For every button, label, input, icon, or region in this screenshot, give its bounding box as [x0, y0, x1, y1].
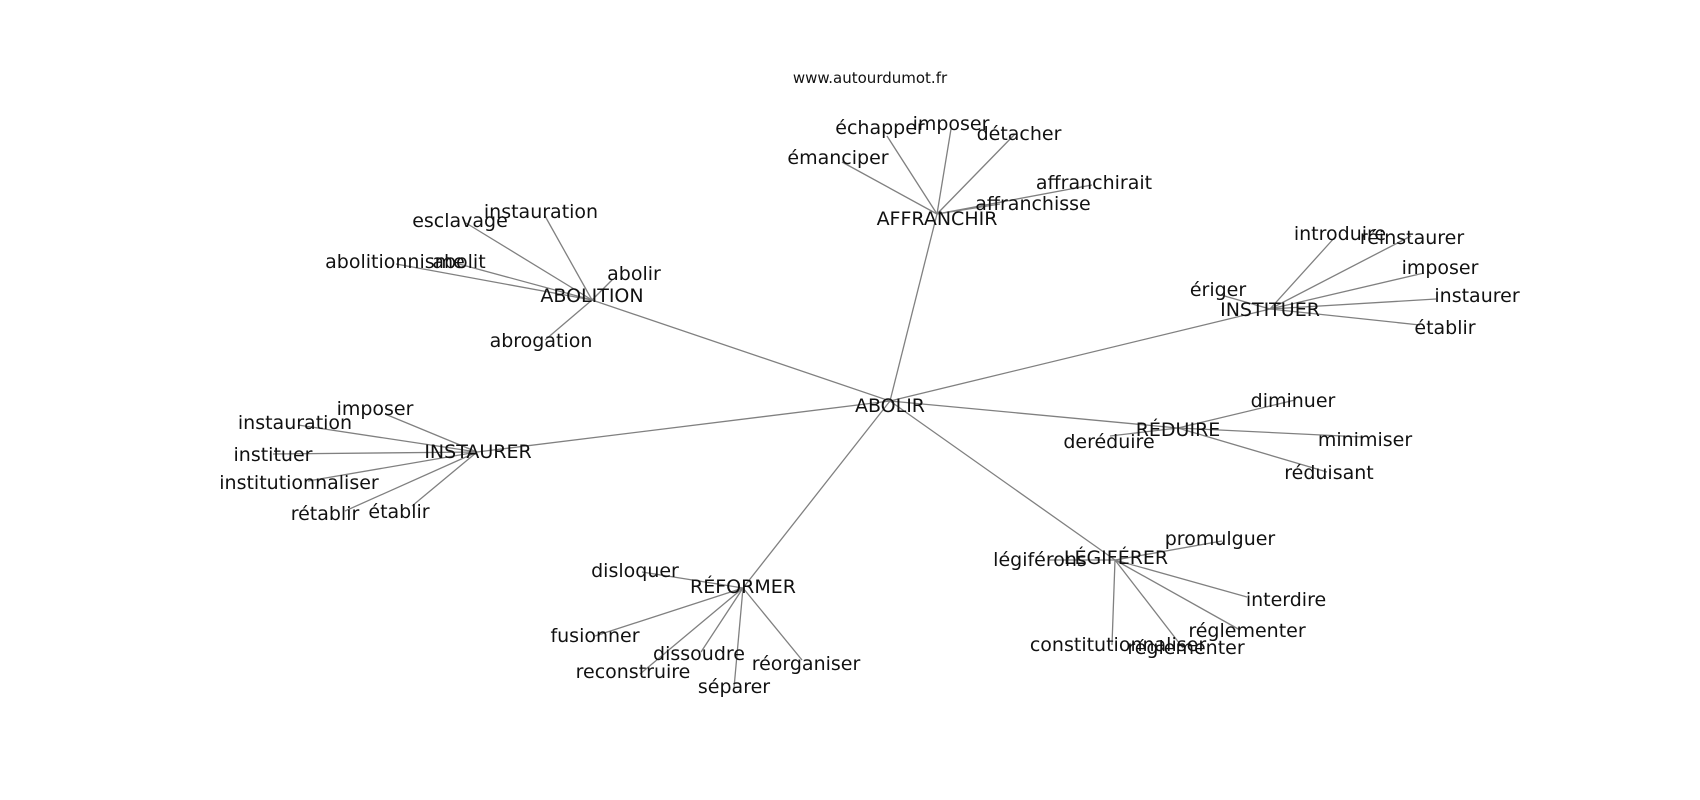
node-leaf-disloquer[interactable]: disloquer: [591, 560, 679, 582]
node-leaf-imposer[interactable]: imposer: [337, 398, 414, 420]
node-leaf-imposer[interactable]: imposer: [1402, 257, 1479, 279]
node-leaf-dereduire[interactable]: deréduire: [1063, 431, 1154, 453]
edge-center-instaurer: [476, 400, 891, 453]
node-leaf-abolir[interactable]: abolir: [607, 263, 661, 285]
node-leaf-abolit[interactable]: abolit: [432, 251, 485, 273]
node-leaf-detacher[interactable]: détacher: [977, 123, 1062, 145]
node-leaf-instauration[interactable]: instauration: [484, 201, 598, 223]
node-leaf-imposer[interactable]: imposer: [913, 113, 990, 135]
edge-instituer-reinstaurer: [1269, 235, 1412, 310]
node-leaf-retablir[interactable]: rétablir: [291, 503, 360, 525]
edge-legiferer-interdire: [1114, 559, 1248, 598]
node-leaf-affranchirait[interactable]: affranchirait: [1036, 172, 1152, 194]
node-leaf-instituer[interactable]: instituer: [234, 444, 313, 466]
node-leaf-minimiser[interactable]: minimiser: [1318, 429, 1412, 451]
node-hub-reformer[interactable]: RÉFORMER: [690, 575, 796, 598]
node-leaf-interdire[interactable]: interdire: [1246, 589, 1326, 611]
edge-affranchir-emanciper: [841, 161, 938, 215]
edge-abolition-esclavage: [465, 222, 593, 301]
edge-affranchir-detacher: [936, 133, 1016, 215]
edge-affranchir-imposer: [936, 128, 952, 215]
node-leaf-introduire[interactable]: introduire: [1294, 223, 1386, 245]
node-leaf-esclavage[interactable]: esclavage: [412, 210, 508, 232]
graph-edges: [272, 128, 1437, 689]
edge-instituer-instaurer: [1269, 298, 1437, 310]
node-leaf-reinstaurer[interactable]: réinstaurer: [1360, 227, 1465, 249]
node-leaf-reglementer[interactable]: réglementer: [1127, 637, 1244, 659]
node-hub-affranchir[interactable]: AFFRANCHIR: [877, 208, 998, 230]
edge-abolition-instauration: [544, 215, 593, 301]
edge-abolition-abrogation: [544, 299, 593, 341]
edge-legiferer-constitutionnaliser: [1111, 559, 1116, 646]
node-hub-reduire[interactable]: RÉDUIRE: [1136, 418, 1221, 441]
graph-labels: ABOLIRAFFRANCHIRémanciperéchapperimposer…: [219, 113, 1520, 698]
node-leaf-diminuer[interactable]: diminuer: [1251, 390, 1336, 412]
node-leaf-reorganiser[interactable]: réorganiser: [752, 653, 861, 675]
edge-instaurer-etablir: [411, 451, 478, 507]
edge-legiferer-reglementer: [1114, 559, 1184, 649]
edge-instituer-imposer: [1269, 272, 1425, 310]
source-label: www.autourdumot.fr: [793, 69, 948, 87]
edge-affranchir-affranchirait: [936, 184, 1093, 215]
node-leaf-instauration[interactable]: instauration: [238, 412, 352, 434]
edge-center-reformer: [742, 400, 891, 589]
node-leaf-instaurer[interactable]: instaurer: [1434, 285, 1519, 307]
node-leaf-promulguer[interactable]: promulguer: [1165, 528, 1276, 550]
edge-instituer-introduire: [1269, 235, 1337, 310]
node-center-abolir[interactable]: ABOLIR: [855, 395, 925, 417]
edge-instaurer-instituer: [272, 451, 478, 455]
node-leaf-affranchisse[interactable]: affranchisse: [975, 193, 1090, 215]
edge-center-abolition: [591, 299, 891, 402]
node-leaf-reconstruire[interactable]: reconstruire: [576, 661, 691, 683]
node-leaf-institutionnaliser[interactable]: institutionnaliser: [219, 472, 379, 494]
node-hub-abolition[interactable]: ABOLITION: [540, 285, 643, 307]
node-leaf-reglementer[interactable]: réglementer: [1188, 620, 1305, 642]
node-leaf-etablir[interactable]: établir: [368, 501, 429, 523]
edge-reduire-diminuer: [1177, 399, 1296, 429]
edge-legiferer-promulguer: [1114, 540, 1223, 561]
node-hub-instituer[interactable]: INSTITUER: [1220, 299, 1320, 321]
edge-reformer-dissoudre: [700, 587, 744, 653]
edge-reduire-dereduire: [1109, 427, 1179, 437]
node-hub-legiferer[interactable]: LÉGIFÉRER: [1064, 546, 1168, 569]
node-leaf-eriger[interactable]: ériger: [1190, 279, 1247, 301]
edge-reformer-reconstruire: [639, 587, 744, 675]
edge-abolition-abolitionnisme: [395, 263, 593, 301]
edge-center-legiferer: [889, 400, 1116, 561]
edge-reduire-minimiser: [1177, 427, 1364, 438]
node-leaf-fusionner[interactable]: fusionner: [550, 625, 639, 647]
edge-legiferer-reglementer: [1114, 559, 1241, 631]
node-leaf-dissoudre[interactable]: dissoudre: [653, 643, 745, 665]
node-leaf-separer[interactable]: séparer: [698, 676, 770, 698]
edge-instituer-etablir: [1269, 308, 1421, 326]
edge-instaurer-imposer: [384, 413, 478, 453]
edge-instaurer-retablir: [344, 451, 478, 512]
node-leaf-abolitionnisme[interactable]: abolitionnisme: [325, 251, 465, 273]
edge-reformer-disloquer: [641, 571, 744, 589]
edge-reduire-reduisant: [1177, 427, 1328, 473]
edge-center-instituer: [889, 308, 1271, 402]
node-leaf-emanciper[interactable]: émanciper: [787, 147, 888, 169]
edge-instaurer-instauration: [297, 424, 478, 453]
node-leaf-abrogation[interactable]: abrogation: [490, 330, 593, 352]
edge-abolition-abolit: [458, 263, 593, 301]
node-hub-instaurer[interactable]: INSTAURER: [424, 441, 531, 463]
node-leaf-constitutionnaliser[interactable]: constitutionnaliser: [1030, 634, 1206, 656]
edge-center-affranchir: [889, 213, 938, 402]
edge-affranchir-affranchisse: [936, 203, 1001, 215]
edge-reformer-fusionner: [594, 587, 744, 637]
edge-abolition-abolir: [591, 279, 613, 301]
edge-reformer-separer: [733, 587, 744, 689]
node-leaf-echapper[interactable]: échapper: [835, 117, 925, 139]
edge-affranchir-echapper: [886, 135, 938, 215]
node-leaf-reduisant[interactable]: réduisant: [1284, 462, 1374, 484]
edge-instituer-eriger: [1220, 294, 1271, 310]
node-leaf-etablir[interactable]: établir: [1414, 317, 1475, 339]
node-leaf-legiferons[interactable]: légiférons: [993, 549, 1087, 571]
edge-reformer-reorganiser: [742, 587, 803, 661]
edge-instaurer-institutionnaliser: [307, 451, 478, 482]
edge-center-reduire: [889, 400, 1179, 429]
